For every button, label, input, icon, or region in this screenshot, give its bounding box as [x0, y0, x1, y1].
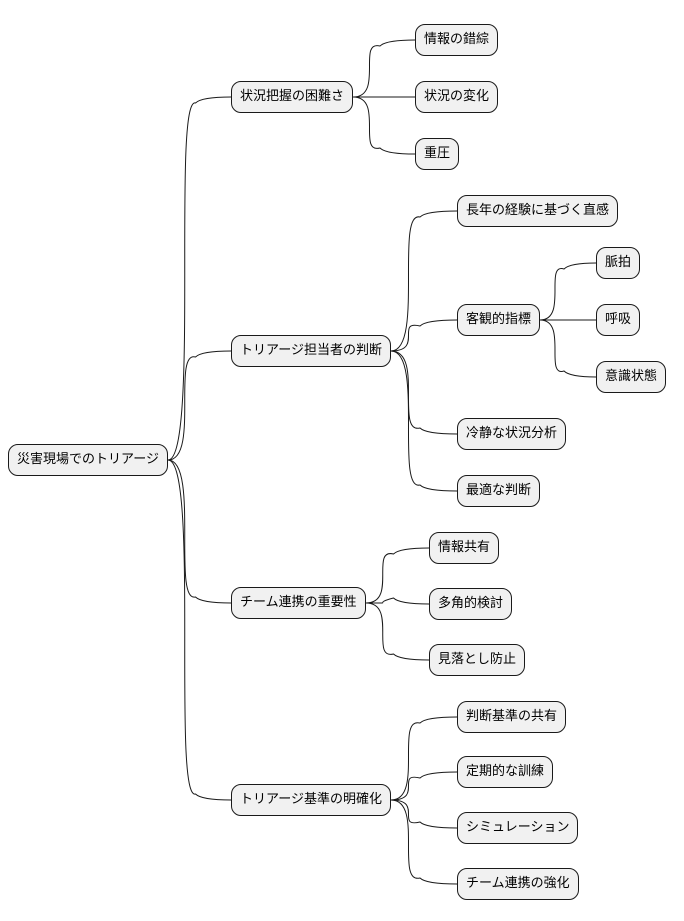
- leaf-node: 重圧: [415, 138, 460, 170]
- leaf-node: 冷静な状況分析: [457, 418, 567, 450]
- branch-node: チーム連携の重要性: [231, 587, 366, 619]
- leaf-node: 多角的検討: [429, 588, 513, 620]
- leaf-node: チーム連携の強化: [457, 868, 579, 900]
- branch-node: 状況把握の困難さ: [231, 81, 354, 113]
- leaf-node: 最適な判断: [457, 475, 541, 507]
- connector-line: [390, 799, 458, 885]
- connector-line: [167, 459, 232, 604]
- branch-node: 客観的指標: [457, 304, 541, 336]
- connector-line: [365, 547, 430, 604]
- connector-line: [365, 597, 430, 605]
- connector-line: [167, 350, 232, 461]
- connector-line: [390, 771, 458, 801]
- leaf-node: 定期的な訓練: [457, 756, 554, 788]
- connector-line: [390, 350, 458, 492]
- connector-line: [352, 39, 416, 98]
- branch-node: トリアージ基準の明確化: [231, 784, 391, 816]
- branch-node: トリアージ担当者の判断: [231, 335, 391, 367]
- leaf-node: 長年の経験に基づく直感: [457, 195, 619, 227]
- connector-line: [390, 210, 458, 352]
- connector-line: [365, 602, 430, 661]
- connector-line: [167, 96, 232, 461]
- leaf-node: 見落とし防止: [429, 644, 526, 676]
- connector-line: [539, 262, 597, 321]
- leaf-node: 脈拍: [596, 247, 641, 279]
- leaf-node: 呼吸: [596, 304, 641, 336]
- root-node: 災害現場でのトリアージ: [8, 444, 168, 476]
- connector-line: [390, 716, 458, 801]
- leaf-node: 情報の錯綜: [415, 24, 499, 56]
- connector-line: [390, 319, 458, 352]
- connector-line: [167, 459, 232, 801]
- leaf-node: 意識状態: [596, 361, 667, 393]
- leaf-node: 判断基準の共有: [457, 701, 567, 733]
- leaf-node: 情報共有: [429, 532, 500, 564]
- connector-line: [390, 350, 458, 435]
- connector-line: [539, 319, 597, 378]
- leaf-node: シミュレーション: [457, 812, 579, 844]
- connector-line: [390, 799, 458, 829]
- connector-line: [352, 96, 416, 155]
- leaf-node: 状況の変化: [415, 81, 499, 113]
